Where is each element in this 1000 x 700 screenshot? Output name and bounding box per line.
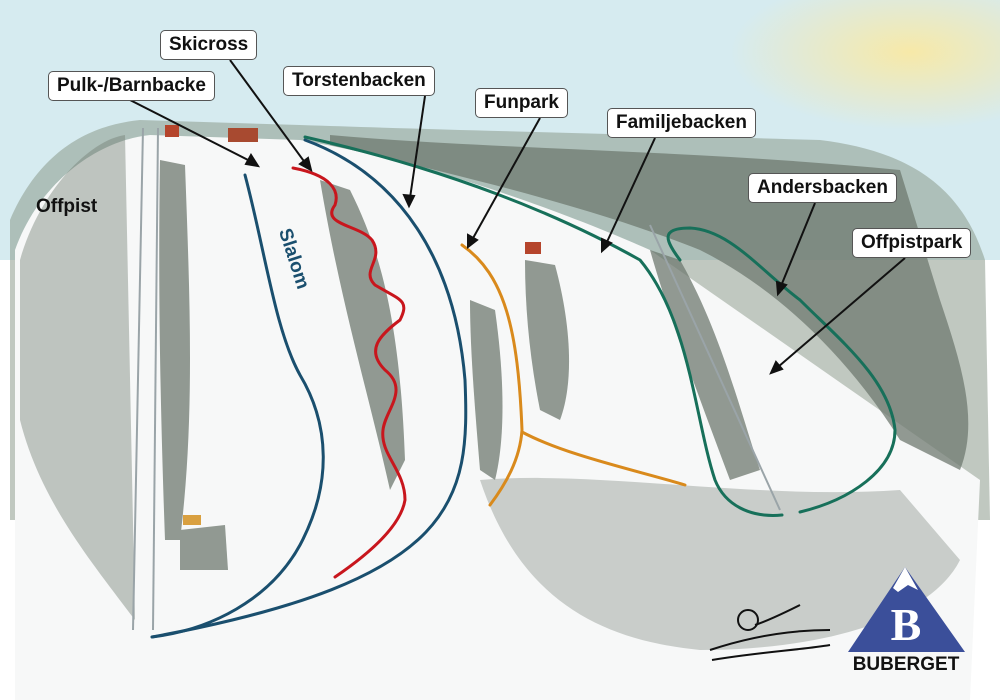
label-funpark[interactable]: Funpark [475, 88, 568, 118]
logo-letter: B [891, 599, 922, 650]
andersbacken-piste [666, 226, 897, 514]
label-offpist: Offpist [36, 196, 98, 217]
buberget-logo: B BUBERGET [848, 567, 965, 675]
label-arrows [129, 59, 906, 375]
slalom-piste [150, 173, 325, 639]
logo-text: BUBERGET [853, 654, 960, 675]
skicross-piste [291, 166, 407, 579]
label-familjebacken[interactable]: Familjebacken [607, 108, 756, 138]
label-torstenbacken[interactable]: Torstenbacken [283, 66, 435, 96]
familjebacken-piste [303, 135, 784, 517]
label-andersbacken[interactable]: Andersbacken [748, 173, 897, 203]
label-pulk-barnbacke[interactable]: Pulk-/Barnbacke [48, 71, 215, 101]
torstenbacken-piste [150, 138, 468, 639]
buildings [165, 125, 541, 525]
troll-mascot [709, 604, 831, 661]
ski-lifts [132, 127, 781, 631]
funpark-piste [460, 243, 687, 507]
label-skicross[interactable]: Skicross [160, 30, 258, 60]
label-offpistpark[interactable]: Offpistpark [852, 228, 972, 258]
